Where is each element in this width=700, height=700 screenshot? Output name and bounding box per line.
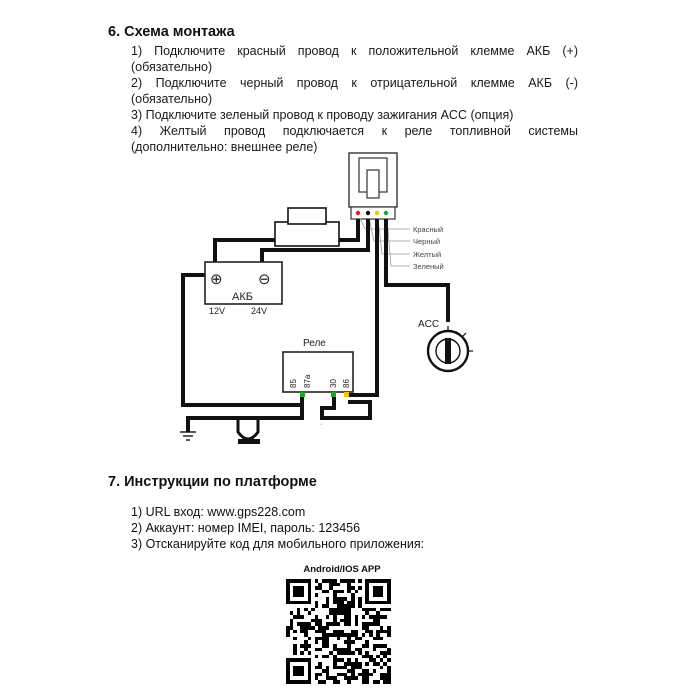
- acc-ignition-switch: ACC: [418, 319, 473, 373]
- wire-label-red: Красный: [413, 225, 443, 234]
- green-pin: [383, 210, 389, 216]
- relay-pin-87a: 87a: [303, 374, 312, 388]
- battery-plus-terminal: ⊕: [210, 271, 223, 288]
- svg-text:·: ·: [320, 421, 322, 428]
- ground-symbol: [180, 431, 196, 441]
- fuse-holder: [274, 207, 340, 247]
- relay-pin-85: 85: [289, 379, 298, 388]
- wire-label-yellow: Желтый: [413, 250, 441, 259]
- gps-connector: [348, 152, 398, 220]
- fuel-pump-symbol: · + ·: [236, 416, 322, 444]
- relay-pin-86: 86: [342, 379, 351, 388]
- scan-instruction: 3) Отсканируйте код для мобильного прило…: [131, 537, 425, 551]
- relay-pin-30: 30: [329, 379, 338, 388]
- step-2-text: 2) Подключите черный провод к отрицатель…: [131, 76, 578, 90]
- section-6-title: 6. Схема монтажа: [108, 24, 235, 40]
- url-instruction: 1) URL вход: www.gps228.com: [131, 505, 306, 519]
- acc-label: ACC: [418, 319, 439, 330]
- qr-code[interactable]: [286, 579, 398, 684]
- account-instruction: 2) Аккаунт: номер IMEI, пароль: 123456: [131, 521, 361, 535]
- section-7-title: 7. Инструкции по платформе: [108, 474, 317, 490]
- relay-label: Реле: [303, 338, 326, 349]
- step-3-text: 3) Подключите зеленый провод к проводу з…: [131, 108, 514, 122]
- battery-label: АКБ: [232, 291, 253, 303]
- step-4-note: (дополнительно: внешнее реле): [131, 140, 318, 154]
- relay: Реле 85 87a 30 86: [282, 338, 354, 397]
- battery: ⊕ ⊖ АКБ 12V 24V: [204, 261, 283, 316]
- step-2-note: (обязательно): [131, 92, 213, 106]
- wire-label-black: Черный: [413, 237, 440, 246]
- svg-text:· +: · +: [252, 416, 260, 423]
- battery-12v: 12V: [209, 306, 225, 316]
- wire-label-green: Зеленый: [413, 262, 444, 271]
- qr-block: Android/IOS APP: [286, 564, 398, 684]
- black-pin: [365, 210, 371, 216]
- step-1-note: (обязательно): [131, 60, 213, 74]
- step-1-text: 1) Подключите красный провод к положител…: [131, 44, 578, 58]
- red-pin: [355, 210, 361, 216]
- battery-minus-terminal: ⊖: [258, 271, 271, 288]
- yellow-pin: [374, 210, 380, 216]
- battery-24v: 24V: [251, 306, 267, 316]
- step-4-text: 4) Желтый провод подключается к реле топ…: [131, 124, 578, 138]
- qr-title: Android/IOS APP: [303, 564, 381, 575]
